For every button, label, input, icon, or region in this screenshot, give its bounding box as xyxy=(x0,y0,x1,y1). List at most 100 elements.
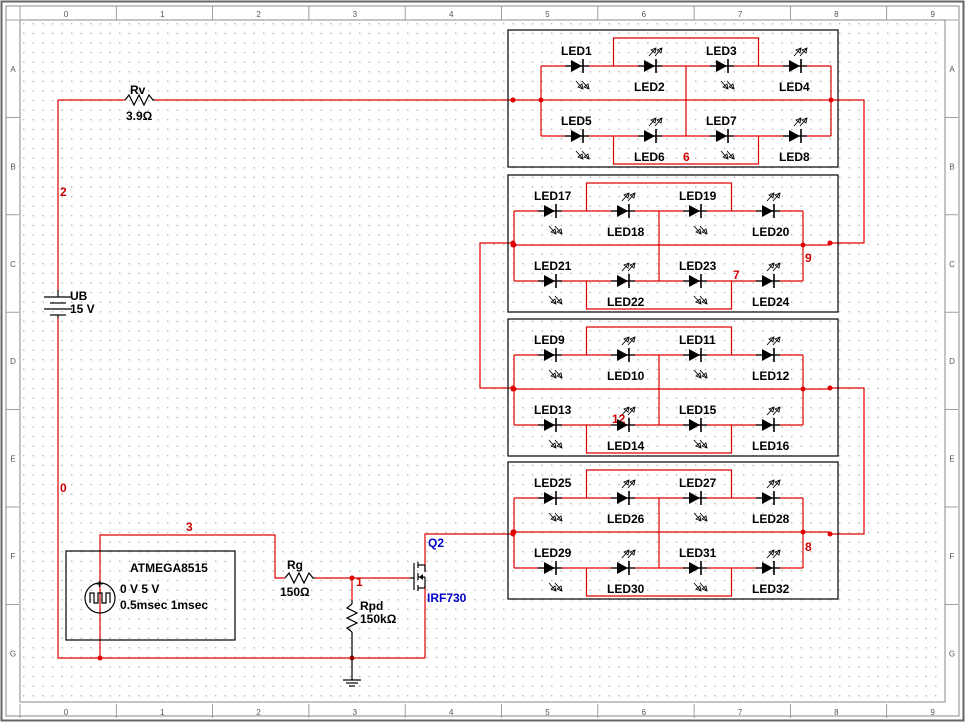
led-diode: LED4 xyxy=(779,47,810,94)
ruler-col-label: 9 xyxy=(930,708,935,717)
ruler-col-label: 1 xyxy=(160,708,165,717)
ruler-row-label: E xyxy=(10,455,15,464)
net-label-9: 9 xyxy=(805,251,812,265)
led-diode: LED2 xyxy=(634,47,665,94)
led-diode: LED8 xyxy=(779,117,810,164)
ruler-col-label: 2 xyxy=(256,10,261,19)
led-label: LED32 xyxy=(752,582,790,596)
q2-name: Q2 xyxy=(428,536,444,550)
pulse-source-icon xyxy=(84,582,116,614)
main-wires xyxy=(57,99,865,659)
led-label: LED30 xyxy=(607,582,645,596)
ruler-col-label: 4 xyxy=(449,10,454,19)
ruler-col-label: 3 xyxy=(353,708,358,717)
led-diode: LED32 xyxy=(752,549,790,596)
led-label: LED10 xyxy=(607,369,645,383)
ruler-row-label: C xyxy=(949,260,955,269)
led-diode: LED21 xyxy=(534,259,572,305)
led-diode: LED28 xyxy=(752,479,790,526)
led-diode: LED27 xyxy=(679,476,717,522)
led-diode: LED15 xyxy=(679,403,717,449)
net-label-0: 0 xyxy=(60,481,67,495)
led-label: LED5 xyxy=(561,114,592,128)
led-diode: LED13 xyxy=(534,403,572,449)
led-module-box xyxy=(507,174,839,313)
mosfet-q2: Q2 IRF730 xyxy=(410,536,467,605)
ruler-col-label: 5 xyxy=(545,10,550,19)
inner-border xyxy=(5,5,960,717)
ruler-row-label: F xyxy=(11,552,16,561)
led-label: LED16 xyxy=(752,439,790,453)
battery-ub: UB 15 V xyxy=(44,289,95,318)
net-label-8: 8 xyxy=(805,540,812,554)
led-label: LED27 xyxy=(679,476,717,490)
led-diode: LED18 xyxy=(607,192,645,239)
led-diode: LED5 xyxy=(561,114,592,160)
led-label: LED2 xyxy=(634,80,665,94)
ground-symbol xyxy=(343,679,361,687)
ruler-row-label: D xyxy=(949,357,955,366)
mcu-box xyxy=(65,550,236,641)
net-label-6: 6 xyxy=(683,150,690,164)
led-module-box xyxy=(507,461,839,600)
led-diode: LED7 xyxy=(706,114,737,160)
ruler-col-label: 9 xyxy=(930,10,935,19)
led-label: LED4 xyxy=(779,80,810,94)
led-modules: LED1LED2LED3LED4LED5LED6LED7LED8LED17LED… xyxy=(507,29,839,600)
led-diode: LED6 xyxy=(634,117,665,164)
ruler-row-label: A xyxy=(10,65,16,74)
rv-value: 3.9Ω xyxy=(126,109,153,123)
led-label: LED26 xyxy=(607,512,645,526)
led-label: LED21 xyxy=(534,259,572,273)
led-label: LED3 xyxy=(706,44,737,58)
led-diode: LED29 xyxy=(534,546,572,592)
rpd-resistor: Rpd 150kΩ xyxy=(345,599,397,680)
rg-value: 150Ω xyxy=(280,585,310,599)
ruler-col-label: 3 xyxy=(353,10,358,19)
ruler-col-label: 2 xyxy=(256,708,261,717)
led-diode: LED1 xyxy=(561,44,592,90)
mcu-pulse-source: + ATMEGA8515 0 V 5 V 0.5msec 1msec xyxy=(65,550,236,641)
ruler-row-label: C xyxy=(10,260,16,269)
mcu-line1: 0 V 5 V xyxy=(120,582,159,596)
led-diode: LED16 xyxy=(752,406,790,453)
led-label: LED28 xyxy=(752,512,790,526)
led-label: LED17 xyxy=(534,189,572,203)
led-label: LED13 xyxy=(534,403,572,417)
ruler-row-label: B xyxy=(949,162,954,171)
led-diode: LED9 xyxy=(534,333,565,379)
ruler-col-label: 7 xyxy=(738,10,743,19)
ruler-col-label: 8 xyxy=(834,708,839,717)
ub-name: UB xyxy=(70,289,88,303)
ruler-col-label: 1 xyxy=(160,10,165,19)
led-label: LED24 xyxy=(752,295,790,309)
led-label: LED23 xyxy=(679,259,717,273)
led-label: LED22 xyxy=(607,295,645,309)
ruler-col-label: 5 xyxy=(545,708,550,717)
led-diode: LED14 xyxy=(607,406,645,453)
led-diode: LED17 xyxy=(534,189,572,235)
led-label: LED11 xyxy=(679,333,716,347)
led-diode: LED24 xyxy=(752,262,790,309)
rpd-value: 150kΩ xyxy=(360,612,397,626)
rv-name: Rv xyxy=(130,83,146,97)
rg-name: Rg xyxy=(287,558,303,572)
led-label: LED9 xyxy=(534,333,565,347)
led-diode: LED12 xyxy=(752,336,790,383)
ruler-col-label: 6 xyxy=(642,10,647,19)
led-label: LED6 xyxy=(634,150,665,164)
svg-text:+: + xyxy=(96,577,103,591)
led-label: LED8 xyxy=(779,150,810,164)
led-diode: LED11 xyxy=(679,333,716,379)
net-label-1: 1 xyxy=(356,575,363,589)
net-label-2: 2 xyxy=(60,185,67,199)
ruler-row-label: G xyxy=(10,649,16,658)
